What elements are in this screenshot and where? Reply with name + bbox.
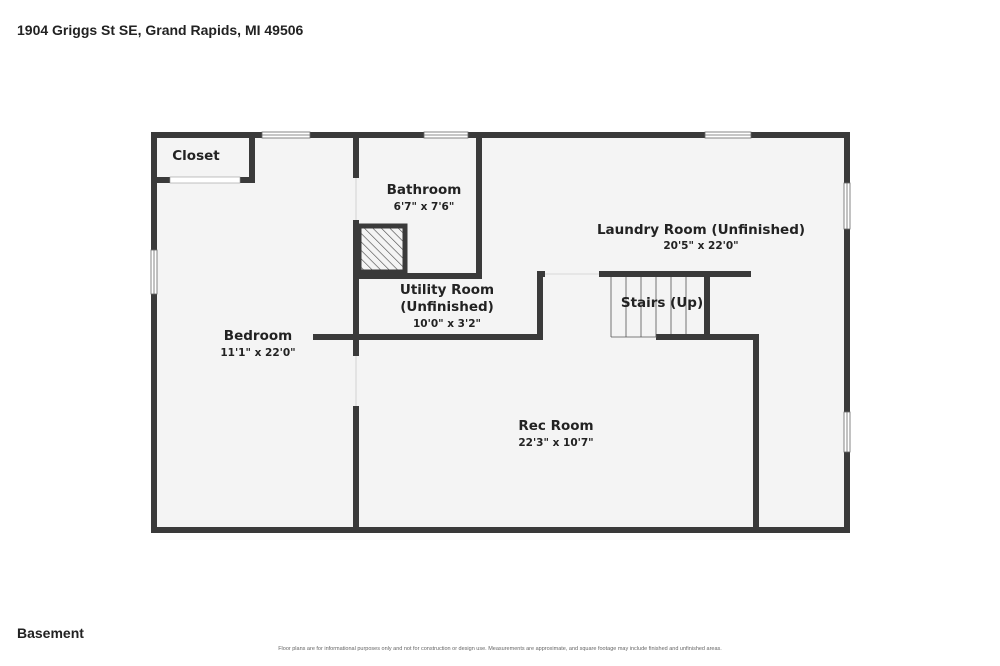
property-address: 1904 Griggs St SE, Grand Rapids, MI 4950… <box>17 22 304 38</box>
window-laundry-east-lower <box>843 411 851 453</box>
windows <box>150 131 851 453</box>
rec-room-east-wall <box>656 334 759 533</box>
laundry-label: Laundry Room (Unfinished) <box>597 222 805 238</box>
rec-room-dims: 22'3" x 10'7" <box>518 437 593 449</box>
closet-opening <box>169 176 241 184</box>
utility-dims: 10'0" x 3'2" <box>413 318 481 330</box>
floor-area <box>154 135 847 530</box>
exterior-wall <box>151 132 850 533</box>
window-bedroom-west <box>150 249 158 295</box>
stairs-label: Stairs (Up) <box>621 295 703 311</box>
window-laundry-north <box>704 131 752 139</box>
window-bedroom-north <box>261 131 311 139</box>
utility-label-line1: Utility Room <box>400 282 494 298</box>
window-bathroom-north <box>423 131 469 139</box>
bathroom-dims: 6'7" x 7'6" <box>394 201 455 213</box>
floor-level-label: Basement <box>17 625 84 641</box>
laundry-dims: 20'5" x 22'0" <box>663 240 738 252</box>
disclaimer-text: Floor plans are for informational purpos… <box>278 646 722 652</box>
bedroom-dims: 11'1" x 22'0" <box>220 347 295 359</box>
utility-label-line2: (Unfinished) <box>400 299 494 315</box>
walls <box>151 132 850 533</box>
rec-room-label: Rec Room <box>518 418 593 434</box>
bathroom-label: Bathroom <box>387 182 462 198</box>
closet-label: Closet <box>172 148 220 164</box>
stairs-treads <box>610 277 687 338</box>
chase-box <box>356 223 408 275</box>
bedroom-label: Bedroom <box>224 328 292 344</box>
window-laundry-east-upper <box>843 182 851 230</box>
